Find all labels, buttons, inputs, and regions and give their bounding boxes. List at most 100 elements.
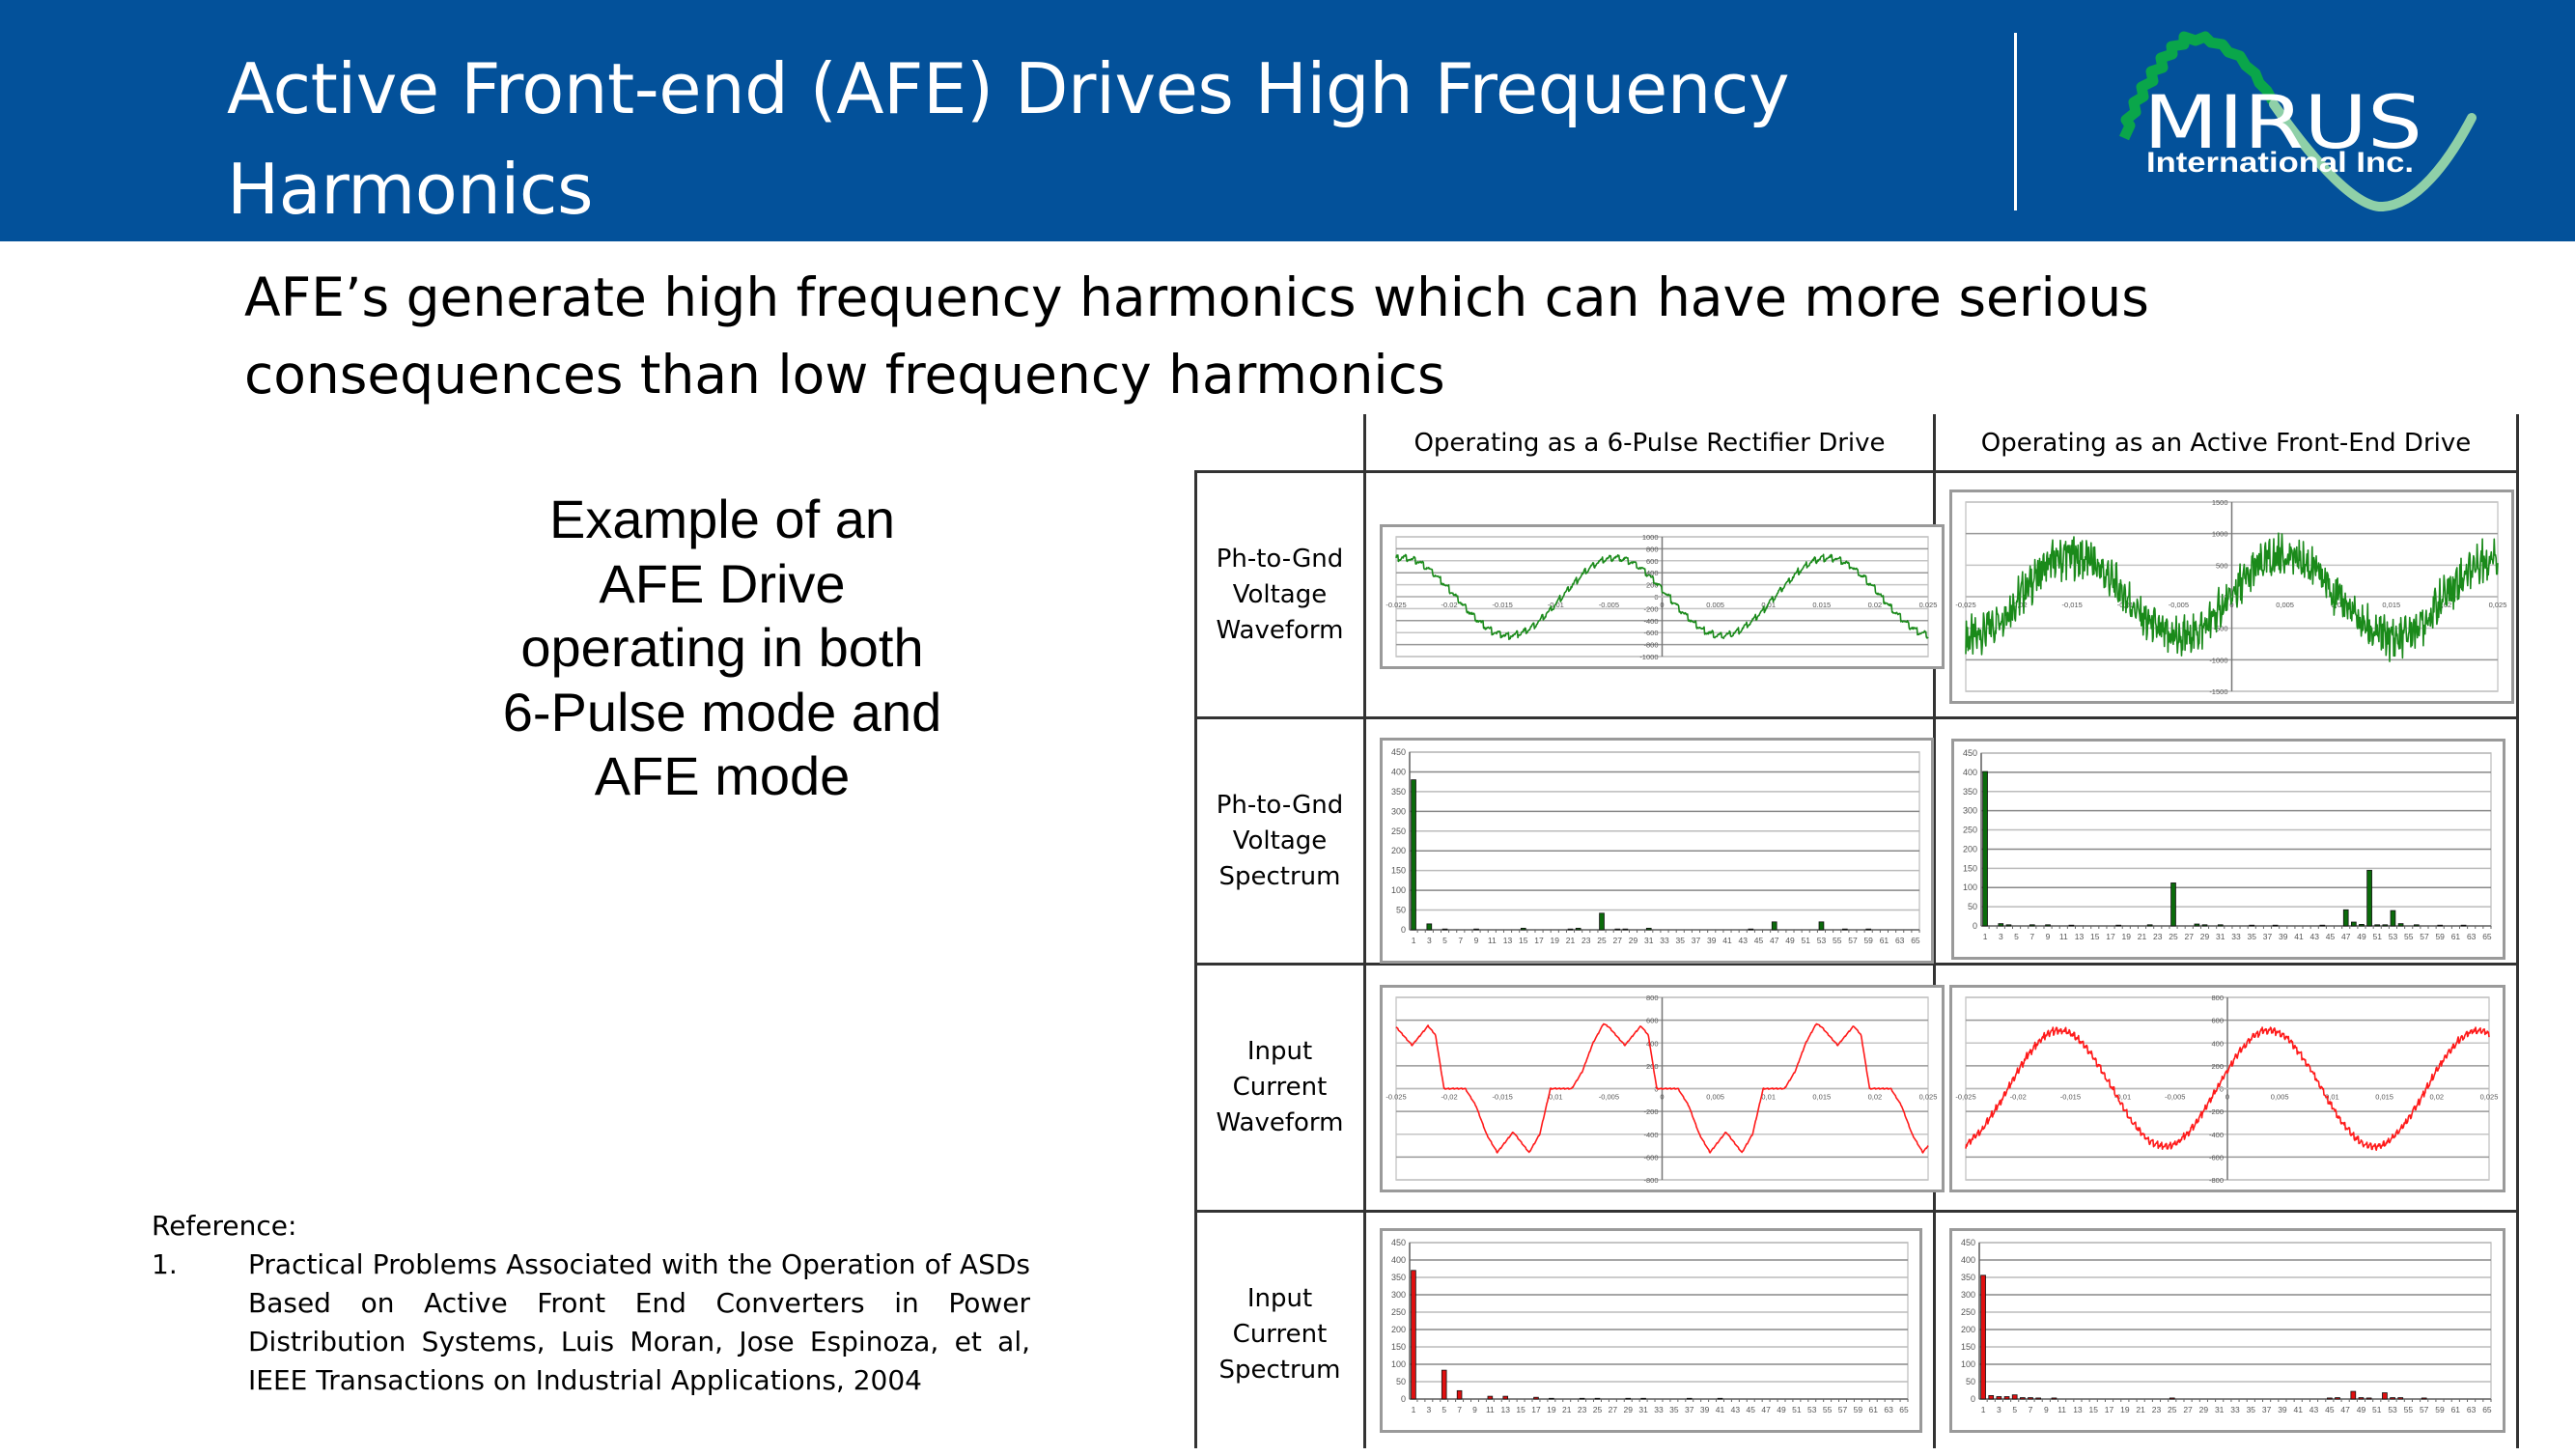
x-tick-label: 19 (2122, 932, 2132, 941)
x-tick-label: 57 (2420, 1405, 2429, 1414)
y-tick-label: 1500 (2212, 498, 2228, 507)
plot-area (1409, 1242, 1909, 1400)
reference-item: 1. Practical Problems Associated with th… (152, 1246, 1030, 1400)
bar-harmonic-48 (2350, 1390, 2357, 1400)
x-tick-label: 5 (1442, 936, 1447, 945)
bar-harmonic-31 (1640, 1397, 1646, 1400)
table-border (2516, 414, 2519, 1448)
x-tick-label: 15 (2088, 1405, 2098, 1414)
x-tick-label: 59 (1863, 936, 1873, 945)
bar-harmonic-23 (1579, 1397, 1585, 1400)
x-tick-label: 57 (2420, 932, 2429, 941)
x-tick-label: 7 (2029, 932, 2034, 941)
bar-harmonic-44 (1748, 928, 1754, 931)
x-tick-label: 57 (1848, 936, 1858, 945)
bar-harmonic-11 (1487, 1395, 1494, 1400)
x-tick-label: 55 (2404, 932, 2414, 941)
x-tick-label: 0,02 (2429, 1093, 2444, 1102)
table-border (1194, 470, 2519, 473)
y-tick-label: 250 (1961, 1307, 1975, 1317)
bar-harmonic-31 (1645, 927, 1652, 931)
row-label-line: Spectrum (1218, 861, 1341, 891)
x-tick-label: 27 (2183, 1405, 2193, 1414)
bar-harmonic-18 (2115, 924, 2121, 927)
x-tick-label: 49 (2357, 1405, 2366, 1414)
y-tick-label: 350 (1961, 1273, 1975, 1282)
y-tick-label: 0 (1973, 921, 1977, 931)
table-border (1194, 963, 2519, 966)
y-tick-label: 150 (1963, 863, 1977, 873)
x-tick-label: 5 (2014, 932, 2019, 941)
x-tick-label: -0,02 (2010, 1093, 2027, 1102)
x-tick-label: -0,015 (2062, 601, 2083, 609)
x-tick-label: 39 (2279, 932, 2288, 941)
y-tick-label: 350 (1391, 787, 1406, 797)
x-tick-label: 15 (2090, 932, 2100, 941)
reference-text: Practical Problems Associated with the O… (248, 1248, 1030, 1396)
x-tick-label: 0.005 (1706, 601, 1724, 609)
bar-harmonic-25 (2169, 1397, 2175, 1400)
x-tick-label: -0.005 (1599, 601, 1619, 609)
y-tick-label: -400 (1643, 617, 1658, 626)
x-tick-label: 47 (1770, 936, 1779, 945)
y-tick-label: 400 (1961, 1255, 1975, 1265)
x-tick-label: 59 (1854, 1405, 1863, 1414)
bar-harmonic-50 (2366, 869, 2372, 927)
row-label-line: Input (1246, 1283, 1313, 1313)
y-tick-label: 300 (1391, 806, 1406, 816)
bar-harmonic-38 (2272, 924, 2279, 927)
x-tick-label: 15 (1519, 936, 1528, 945)
x-tick-label: 55 (2404, 1405, 2414, 1414)
bar-harmonic-41 (1717, 1397, 1723, 1400)
waveform-series (1395, 553, 1929, 641)
bar-harmonic-7 (2028, 1397, 2033, 1400)
x-tick-label: 29 (2200, 932, 2210, 941)
bar-harmonic-7 (2029, 924, 2035, 927)
waveform-series (1965, 1026, 2490, 1151)
table-border (1363, 414, 1366, 1448)
bar-harmonic-13 (1502, 1395, 1509, 1400)
y-tick-label: -1000 (2209, 656, 2227, 664)
y-tick-label: -600 (1643, 1153, 1658, 1162)
x-tick-label: 37 (1685, 1405, 1694, 1414)
y-tick-label: 600 (2211, 1017, 2224, 1025)
bar-harmonic-59 (2437, 924, 2444, 927)
y-tick-label: 200 (1646, 581, 1659, 590)
slide-header: Active Front-end (AFE) Drives High Frequ… (0, 0, 2575, 241)
x-tick-label: 53 (2389, 932, 2398, 941)
x-tick-label: 0,02 (2438, 601, 2452, 609)
x-tick-label: 61 (2451, 932, 2461, 941)
x-tick-label: 39 (1707, 936, 1717, 945)
bar-harmonic-29 (2201, 924, 2208, 927)
bar-harmonic-15 (1520, 927, 1526, 931)
y-tick-label: 100 (1961, 1359, 1975, 1369)
x-tick-label: -0,025 (1955, 1093, 1975, 1102)
plot-area (1409, 751, 1920, 931)
x-tick-label: 7 (1458, 936, 1463, 945)
x-tick-label: 1 (1412, 1405, 1416, 1414)
plot-area (1978, 1242, 2492, 1400)
x-tick-label: 63 (2467, 932, 2477, 941)
y-tick-label: 1000 (2212, 530, 2228, 539)
x-tick-label: 27 (2185, 932, 2195, 941)
x-tick-label: 65 (2482, 1405, 2492, 1414)
x-tick-label: 49 (1777, 1405, 1786, 1414)
bar-harmonic-10 (2051, 1397, 2057, 1400)
line-chart: -800-600-400-2000200400600800-0.025-0,02… (1385, 994, 1937, 1185)
x-tick-label: 53 (1817, 936, 1827, 945)
bar-harmonic-5 (1441, 1369, 1447, 1400)
x-tick-label: 17 (2105, 1405, 2114, 1414)
x-tick-label: 61 (1880, 936, 1889, 945)
y-tick-label: -400 (2209, 1131, 2224, 1139)
x-tick-label: 65 (1911, 936, 1920, 945)
x-tick-label: 9 (1472, 1405, 1477, 1414)
row-label-line: Waveform (1216, 1108, 1344, 1137)
example-line: operating in both (520, 617, 924, 678)
x-tick-label: 19 (2120, 1405, 2130, 1414)
x-tick-label: 3 (1999, 932, 2003, 941)
x-tick-label: 55 (1823, 1405, 1833, 1414)
y-tick-label: 400 (1963, 768, 1977, 777)
